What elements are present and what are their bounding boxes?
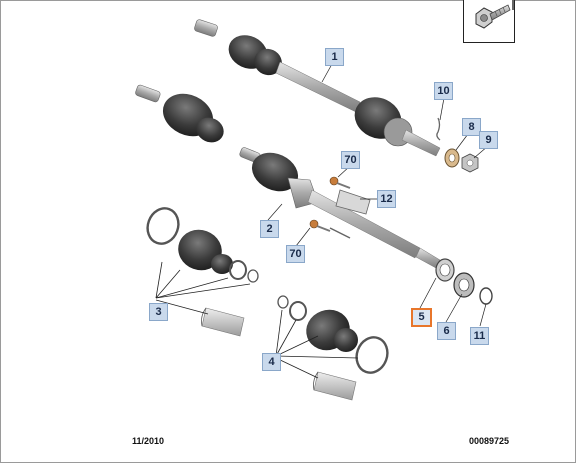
inset-divider [512,0,514,10]
callout-part-9[interactable]: 9 [479,131,498,149]
bolt-part-70-upper [329,176,351,189]
bolt-icon [475,4,511,29]
callout-part-2[interactable]: 2 [260,220,279,238]
callout-part-10[interactable]: 10 [434,82,453,100]
circlip-part-11 [479,287,493,305]
drive-shaft-2 [239,147,441,269]
callout-part-3[interactable]: 3 [149,303,168,321]
callout-part-6[interactable]: 6 [437,322,456,340]
nut-part-9 [461,153,479,173]
callout-part-5[interactable]: 5 [411,308,432,327]
footer-reference: 00089725 [469,436,510,446]
washer-part-8 [444,148,460,168]
cv-joint-left [135,84,224,143]
boot-kit-3 [146,207,259,337]
callout-part-70-upper[interactable]: 70 [341,151,360,169]
seal-ring-part-5 [435,258,455,282]
bracket-part-12 [329,189,371,239]
footer-date: 11/2010 [132,436,165,446]
callout-part-11[interactable]: 11 [470,327,489,345]
callout-part-70-lower[interactable]: 70 [286,245,305,263]
callout-part-4[interactable]: 4 [262,353,281,371]
drive-shaft-1 [194,19,441,157]
callout-part-12[interactable]: 12 [377,190,396,208]
bearing-part-6 [453,272,475,298]
callout-part-1[interactable]: 1 [325,48,344,66]
bolt-part-70-lower [309,219,331,232]
boot-kit-4 [275,295,389,401]
pin-part-10 [436,117,441,141]
callout-part-8[interactable]: 8 [462,118,481,136]
inset-box [463,0,515,43]
